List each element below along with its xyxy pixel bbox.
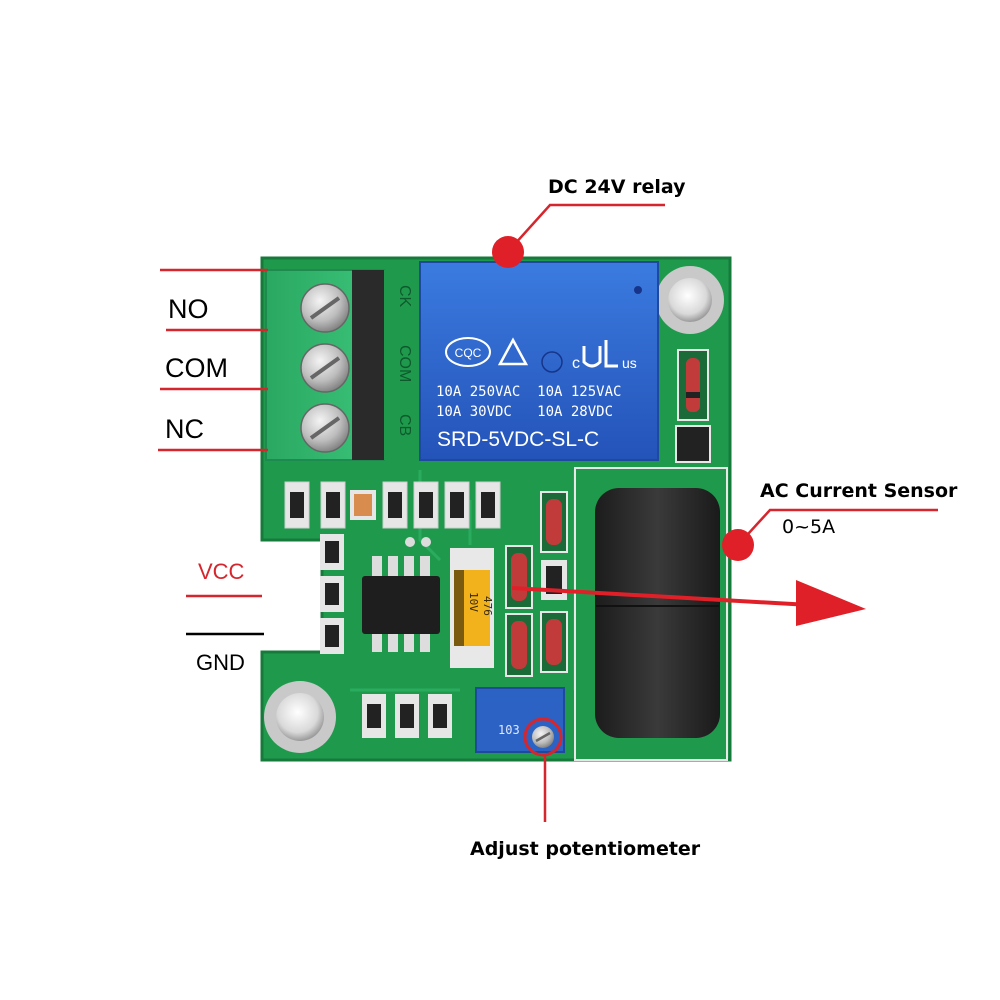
terminal-label-com: COM — [165, 353, 228, 383]
relay-ul-c: c — [572, 355, 580, 372]
relay-pointer — [492, 203, 665, 268]
relay-rating-line2: 10A 30VDC 10A 28VDC — [436, 404, 613, 420]
relay-model: SRD-5VDC-SL-C — [437, 428, 599, 451]
potentiometer-annotation-label: Adjust potentiometer — [470, 838, 701, 860]
silkscreen-ck: CK — [396, 285, 413, 308]
terminal-screw-com — [300, 343, 350, 393]
cqc-logo — [445, 337, 491, 367]
transistor — [675, 425, 711, 463]
silkscreen-com: COM — [396, 345, 413, 382]
op-amp-ic — [362, 537, 440, 652]
sensor-range-label: 0~5A — [782, 516, 836, 538]
pot-code: 103 — [498, 723, 520, 737]
smd-resistor-row-top — [284, 481, 501, 529]
power-label-vcc: VCC — [198, 559, 245, 584]
sensor-pointer — [722, 508, 938, 561]
tantalum-capacitor: 10V 476 — [450, 548, 494, 668]
power-label-gnd: GND — [196, 650, 245, 675]
relay-diode — [677, 349, 709, 421]
terminal-label-nc: NC — [165, 414, 204, 444]
current-sensor — [574, 467, 728, 761]
diode-column-right — [540, 491, 568, 673]
terminal-label-no: NO — [168, 294, 209, 324]
relay-cert: CQC — [455, 346, 482, 360]
relay-ul-us: us — [622, 355, 637, 371]
potentiometer-pointer — [523, 717, 563, 822]
relay-annotation-label: DC 24V relay — [548, 176, 686, 198]
capacitor-value: 10V — [467, 592, 480, 612]
current-direction-arrow-icon — [511, 580, 866, 626]
silkscreen-cb: CB — [396, 414, 413, 436]
mounting-hole-bottom-left — [264, 681, 336, 753]
terminal-leader-lines — [158, 268, 268, 598]
ul-logo-icon — [582, 340, 618, 368]
capacitor-code: 476 — [481, 596, 494, 616]
terminal-screw-nc — [300, 403, 350, 453]
mounting-hole-top-right — [656, 266, 724, 334]
screw-terminal-block: CK COM CB — [265, 269, 418, 461]
relay-center-mark — [541, 351, 563, 373]
sensor-annotation-label: AC Current Sensor — [760, 480, 958, 502]
diode-column-left — [505, 545, 533, 677]
smd-resistor-row-bottom — [362, 694, 452, 738]
relay: CQC c us 10A 250VAC 10A 125VAC 10A 30VDC… — [419, 261, 659, 461]
relay-rating-line1: 10A 250VAC 10A 125VAC — [436, 384, 621, 400]
triangle-mark-icon — [497, 337, 529, 366]
smd-parts-left-column — [320, 534, 344, 654]
terminal-screw-no — [300, 283, 350, 333]
